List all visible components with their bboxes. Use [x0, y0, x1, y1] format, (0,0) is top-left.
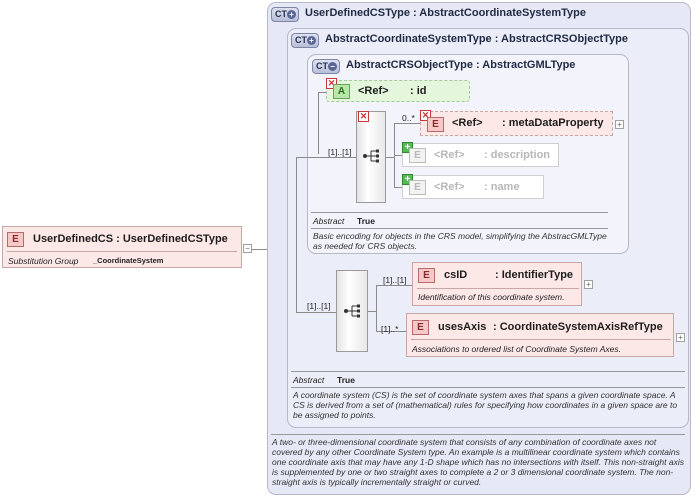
middle-doc: A coordinate system (CS) is the set of c… — [293, 390, 678, 420]
optional-marker-icon: ✕ — [420, 110, 431, 121]
expand-toggle[interactable]: + — [615, 120, 624, 129]
ct-outer-title: UserDefinedCSType : AbstractCoordinateSy… — [305, 7, 586, 19]
attribute-name: : id — [410, 85, 427, 97]
substitution-group-value: _CoordinateSystem — [93, 256, 164, 265]
divider — [291, 371, 685, 372]
description-box[interactable] — [402, 143, 559, 167]
substitution-group-label: Substitution Group — [8, 256, 79, 266]
divider — [291, 387, 685, 388]
divider — [7, 251, 237, 252]
metadata-property-box[interactable] — [420, 111, 613, 136]
element-badge: E — [7, 232, 24, 247]
inner-abstract-label: Abstract — [313, 216, 345, 226]
connector — [386, 157, 394, 158]
seq2-cardinality: [1]..[1] — [307, 301, 331, 311]
middle-abstract-label: Abstract — [293, 375, 325, 385]
attribute-badge: A — [333, 84, 350, 99]
outer-doc: A two- or three-dimensional coordinate s… — [272, 437, 684, 487]
csid-doc: Identification of this coordinate system… — [418, 292, 565, 302]
usesaxis-doc: Associations to ordered list of Coordina… — [412, 344, 621, 354]
desc-name: : description — [484, 149, 551, 161]
csid-cardinality: [1]..[1] — [383, 275, 407, 285]
optional-add-icon: + — [402, 174, 413, 185]
complex-type-icon: CT− — [312, 59, 340, 74]
meta-name: : metaDataProperty — [502, 117, 604, 129]
element-badge: E — [427, 117, 444, 132]
element-badge: E — [409, 180, 426, 195]
divider — [411, 339, 671, 340]
element-badge: E — [409, 148, 426, 163]
optional-marker-icon: ✕ — [358, 111, 369, 122]
inner-abstract-value: True — [357, 216, 375, 226]
connector — [394, 187, 402, 188]
optional-add-icon: + — [402, 142, 413, 153]
divider — [311, 228, 608, 229]
csid-name: csID — [444, 269, 468, 281]
connector — [368, 311, 376, 312]
sequence-icon — [363, 149, 379, 163]
root-element-box[interactable]: E UserDefinedCS : UserDefinedCSType Subs… — [2, 226, 242, 268]
attribute-id-box[interactable] — [326, 80, 470, 102]
sequence-icon — [344, 304, 360, 318]
connector — [394, 123, 420, 124]
element-badge: E — [418, 268, 435, 283]
divider — [311, 212, 608, 213]
collapse-toggle[interactable]: − — [243, 244, 252, 253]
meta-ref: <Ref> — [452, 117, 483, 129]
usesaxis-name: usesAxis — [438, 321, 487, 333]
connector — [376, 331, 406, 332]
expand-toggle[interactable]: + — [584, 280, 593, 289]
connector — [376, 285, 377, 331]
seq1-cardinality: [1]..[1] — [328, 147, 352, 157]
connector — [296, 157, 297, 312]
meta-cardinality: 0..* — [402, 113, 415, 123]
root-element-label: UserDefinedCS : UserDefinedCSType — [33, 233, 228, 245]
name-ref: <Ref> — [434, 181, 465, 193]
divider — [271, 434, 685, 435]
connector — [296, 157, 356, 158]
csid-type: : IdentifierType — [495, 269, 574, 281]
name-name: : name — [484, 181, 520, 193]
csid-box[interactable]: E csID : IdentifierType Identification o… — [412, 262, 582, 306]
connector — [376, 285, 412, 286]
attribute-ref: <Ref> — [358, 85, 389, 97]
middle-abstract-value: True — [337, 375, 355, 385]
complex-type-icon: CT+ — [271, 7, 299, 22]
usesaxis-cardinality: [1]..* — [381, 324, 399, 334]
desc-ref: <Ref> — [434, 149, 465, 161]
connector — [252, 249, 267, 250]
connector — [296, 312, 336, 313]
divider — [417, 288, 579, 289]
inner-doc: Basic encoding for objects in the CRS mo… — [313, 231, 607, 251]
ct-middle-title: AbstractCoordinateSystemType : AbstractC… — [325, 33, 628, 45]
usesaxis-type: : CoordinateSystemAxisRefType — [493, 321, 663, 333]
element-badge: E — [412, 320, 429, 335]
connector — [318, 92, 326, 93]
expand-toggle[interactable]: + — [676, 333, 685, 342]
complex-type-icon: CT+ — [291, 33, 319, 48]
usesaxis-box[interactable]: E usesAxis : CoordinateSystemAxisRefType… — [406, 313, 674, 357]
ct-inner-title: AbstractCRSObjectType : AbstractGMLType — [346, 59, 576, 71]
connector — [394, 155, 402, 156]
optional-marker-icon: ✕ — [326, 78, 337, 89]
connector — [318, 92, 319, 154]
name-box[interactable] — [402, 175, 544, 199]
